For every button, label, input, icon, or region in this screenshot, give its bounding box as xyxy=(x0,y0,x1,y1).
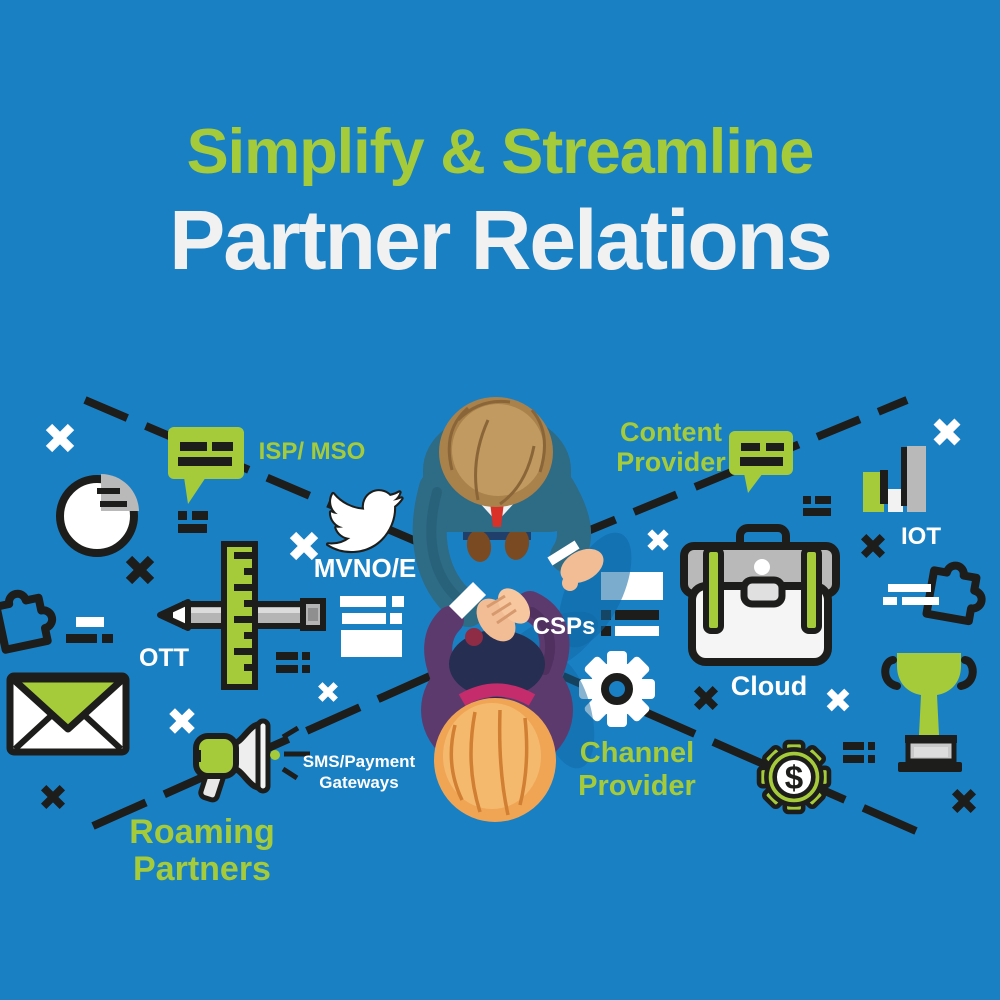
label-csps: CSPs xyxy=(532,613,596,640)
cross-mark-white xyxy=(829,691,847,709)
label-channel-provider-line2: Provider xyxy=(578,770,696,802)
cross-mark-white xyxy=(49,427,71,449)
megaphone-icon xyxy=(193,718,310,803)
trophy-icon xyxy=(881,653,977,772)
cross-mark-white xyxy=(937,422,958,443)
label-sms-line2: Gateways xyxy=(319,773,399,792)
dash-marks-ruler xyxy=(276,652,310,673)
cross-mark-white xyxy=(172,711,192,731)
pie-chart-icon xyxy=(56,474,139,557)
dash-marks-bubble2 xyxy=(803,496,831,516)
label-channel-provider: Channel Provider xyxy=(578,737,696,803)
cross-mark-black xyxy=(697,689,716,708)
dashed-line-top-right xyxy=(571,396,909,541)
label-content-provider: Content Provider xyxy=(616,417,726,477)
dollar-sign-glyph: $ xyxy=(785,760,803,797)
main-title-line2: Partner Relations xyxy=(169,193,833,287)
cross-mark-white xyxy=(320,684,335,699)
label-cloud: Cloud xyxy=(730,671,808,701)
label-sms-payment-gateways: SMS/Payment Gateways xyxy=(303,751,415,793)
label-sms-line1: SMS/Payment xyxy=(302,752,416,771)
label-mvno-e: MVNO/E xyxy=(313,553,417,583)
cross-mark-white xyxy=(650,532,667,549)
label-isp-mso: ISP/ MSO xyxy=(258,438,366,465)
businesswoman-top-view xyxy=(421,591,573,822)
briefcase-icon xyxy=(680,524,840,666)
label-content-provider-line1: Content xyxy=(620,417,722,447)
label-ott: OTT xyxy=(139,644,189,672)
dashed-line-bottom-right xyxy=(561,672,918,835)
cross-mark-black xyxy=(864,537,883,556)
cross-mark-black xyxy=(955,792,974,811)
ruler-icon xyxy=(221,541,258,690)
cross-mark-white xyxy=(293,535,315,557)
label-channel-provider-line1: Channel xyxy=(579,737,695,769)
cross-mark-black xyxy=(129,559,151,581)
speech-bubble-icon-right xyxy=(729,431,793,493)
label-roaming-partners: Roaming Partners xyxy=(129,814,274,888)
gear-icon xyxy=(579,651,655,727)
dash-marks-iot xyxy=(883,584,939,605)
puzzle-piece-icon-right xyxy=(922,561,986,626)
list-lines-icon-mvno xyxy=(340,596,404,657)
dollar-gear-icon: $ xyxy=(759,742,829,812)
label-roaming-line2: Partners xyxy=(133,850,271,888)
main-title-line1: Simplify & Streamline xyxy=(186,117,815,187)
dash-marks-bubble1 xyxy=(178,511,208,533)
envelope-icon xyxy=(6,672,130,756)
handshake-hands xyxy=(448,581,531,646)
businessman-top-view xyxy=(412,397,604,627)
dash-marks-trophy xyxy=(843,742,875,763)
twitter-bird-icon xyxy=(325,489,404,554)
dash-marks-left xyxy=(66,617,113,643)
handshake-illustration xyxy=(412,397,632,822)
label-roaming-line1: Roaming xyxy=(129,813,275,851)
speech-bubble-icon-left xyxy=(168,427,244,504)
cross-mark-black xyxy=(44,788,63,807)
label-iot: IOT xyxy=(901,523,941,550)
puzzle-piece-icon-left xyxy=(0,589,57,654)
bar-chart-icon xyxy=(863,446,926,512)
label-content-provider-line2: Provider xyxy=(616,447,726,477)
